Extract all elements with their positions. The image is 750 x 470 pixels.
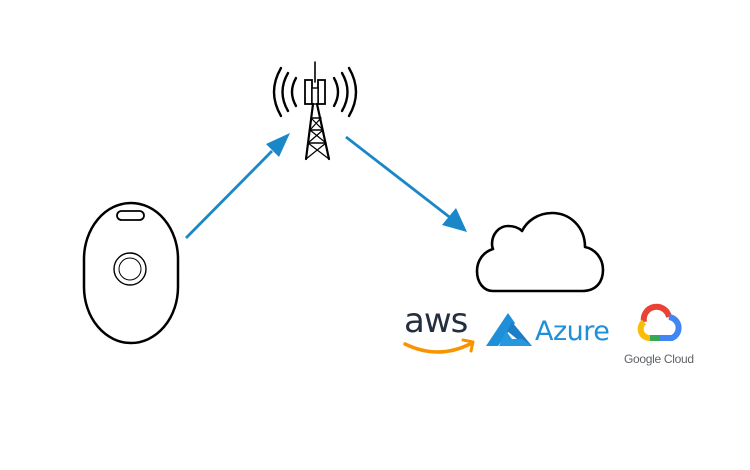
- tracker-device-icon: [82, 201, 180, 345]
- google-cloud-logo-icon: [637, 303, 682, 341]
- arrow-tower-to-cloud: [345, 135, 467, 232]
- google-cloud-logo-text: Google Cloud: [624, 352, 694, 366]
- azure-logo-icon: [486, 313, 532, 346]
- arrow-device-to-tower: [185, 133, 290, 239]
- cloud-icon: [475, 211, 605, 293]
- cell-tower-icon: [272, 61, 358, 161]
- azure-logo-text: Azure: [535, 316, 610, 347]
- aws-smile-icon: [403, 338, 475, 354]
- aws-logo-text: aws: [404, 301, 468, 341]
